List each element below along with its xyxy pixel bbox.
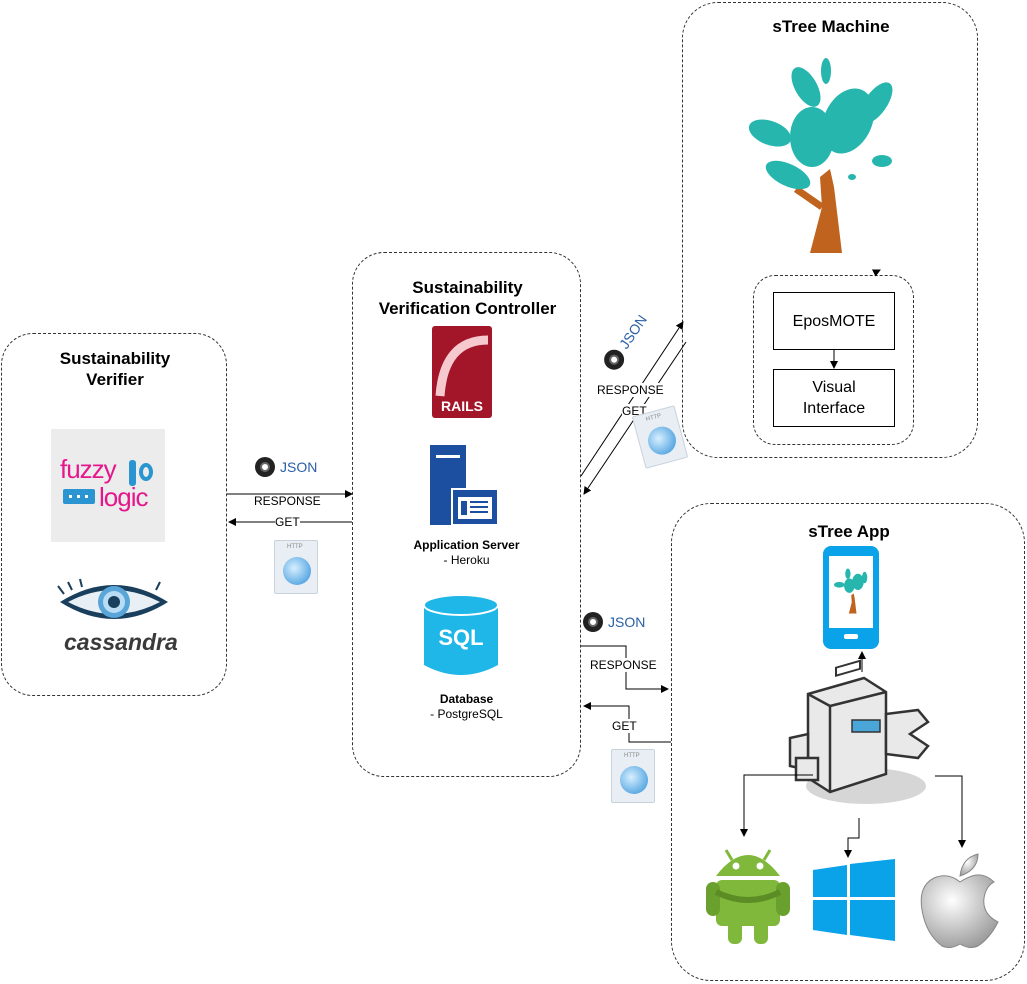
conn-left-json-label: JSON <box>255 457 317 477</box>
database-label: Database <box>439 692 494 706</box>
conn-left-get-label: GET <box>275 515 300 529</box>
fuzzy-slider-icon <box>129 460 136 486</box>
logic-text: logic <box>99 482 148 512</box>
sql-database-icon <box>423 594 499 675</box>
visual-interface-line2: Interface <box>802 400 866 417</box>
app-title: sTree App <box>808 522 890 541</box>
conn-top-response-label: RESPONSE <box>597 383 664 397</box>
fuzzy-text: fuzzy <box>60 454 117 484</box>
fuzzy-dots-icon <box>63 489 95 504</box>
phone-tree-icon <box>834 568 868 614</box>
windows-icon <box>813 859 895 941</box>
application-server-icon <box>430 445 499 526</box>
sql-text: SQL <box>438 625 484 650</box>
eposmote-node: EposMOTE <box>773 292 895 350</box>
http-file-text: HTTP <box>624 753 640 759</box>
http-file-icon: HTTP <box>274 540 318 594</box>
android-icon <box>706 849 790 944</box>
controller-title: Sustainability Verification Controller <box>353 277 582 319</box>
http-file-text: HTTP <box>287 544 303 550</box>
machine-title: sTree Machine <box>772 17 890 36</box>
rails-arc-icon <box>435 335 489 397</box>
json-logo-icon <box>583 612 603 632</box>
fuzzy-circle-icon <box>139 463 153 481</box>
visual-interface-line1: Visual <box>812 379 856 396</box>
app-server-host-label: - Heroku <box>443 553 490 567</box>
app-server-label: Application Server <box>413 538 520 552</box>
conn-bottom-response-label: RESPONSE <box>590 658 657 672</box>
conn-left-json-text: JSON <box>280 459 318 475</box>
conn-left-response-label: RESPONSE <box>254 494 321 508</box>
cassandra-text: cassandra <box>64 629 178 655</box>
visual-interface-node: Visual Interface <box>773 369 895 427</box>
http-file-icon: HTTP <box>611 749 655 803</box>
database-host-label: - PostgreSQL <box>430 707 503 721</box>
rails-text: RAILS <box>441 398 483 414</box>
smartphone-icon <box>823 546 879 649</box>
http-file-text: HTTP <box>645 413 663 423</box>
cross-platform-engine-icon <box>788 659 930 804</box>
json-logo-icon <box>255 457 275 477</box>
rails-logo: RAILS <box>432 326 492 418</box>
verifier-title-line1: Sustainability <box>59 349 171 368</box>
cassandra-eye-icon <box>57 578 168 619</box>
conn-bottom-json-text: JSON <box>608 614 646 630</box>
conn-bottom-json-label: JSON <box>583 612 645 632</box>
controller-title-line1: Sustainability <box>412 278 523 297</box>
apple-icon <box>920 853 999 949</box>
conn-bottom-get-label: GET <box>612 719 637 733</box>
tree-icon <box>748 58 893 253</box>
verifier-title: Sustainability Verifier <box>2 348 228 390</box>
verifier-title-line2: Verifier <box>86 370 144 389</box>
controller-title-line2: Verification Controller <box>378 299 557 318</box>
fuzzy-logic-logo: fuzzy logic <box>51 429 165 542</box>
